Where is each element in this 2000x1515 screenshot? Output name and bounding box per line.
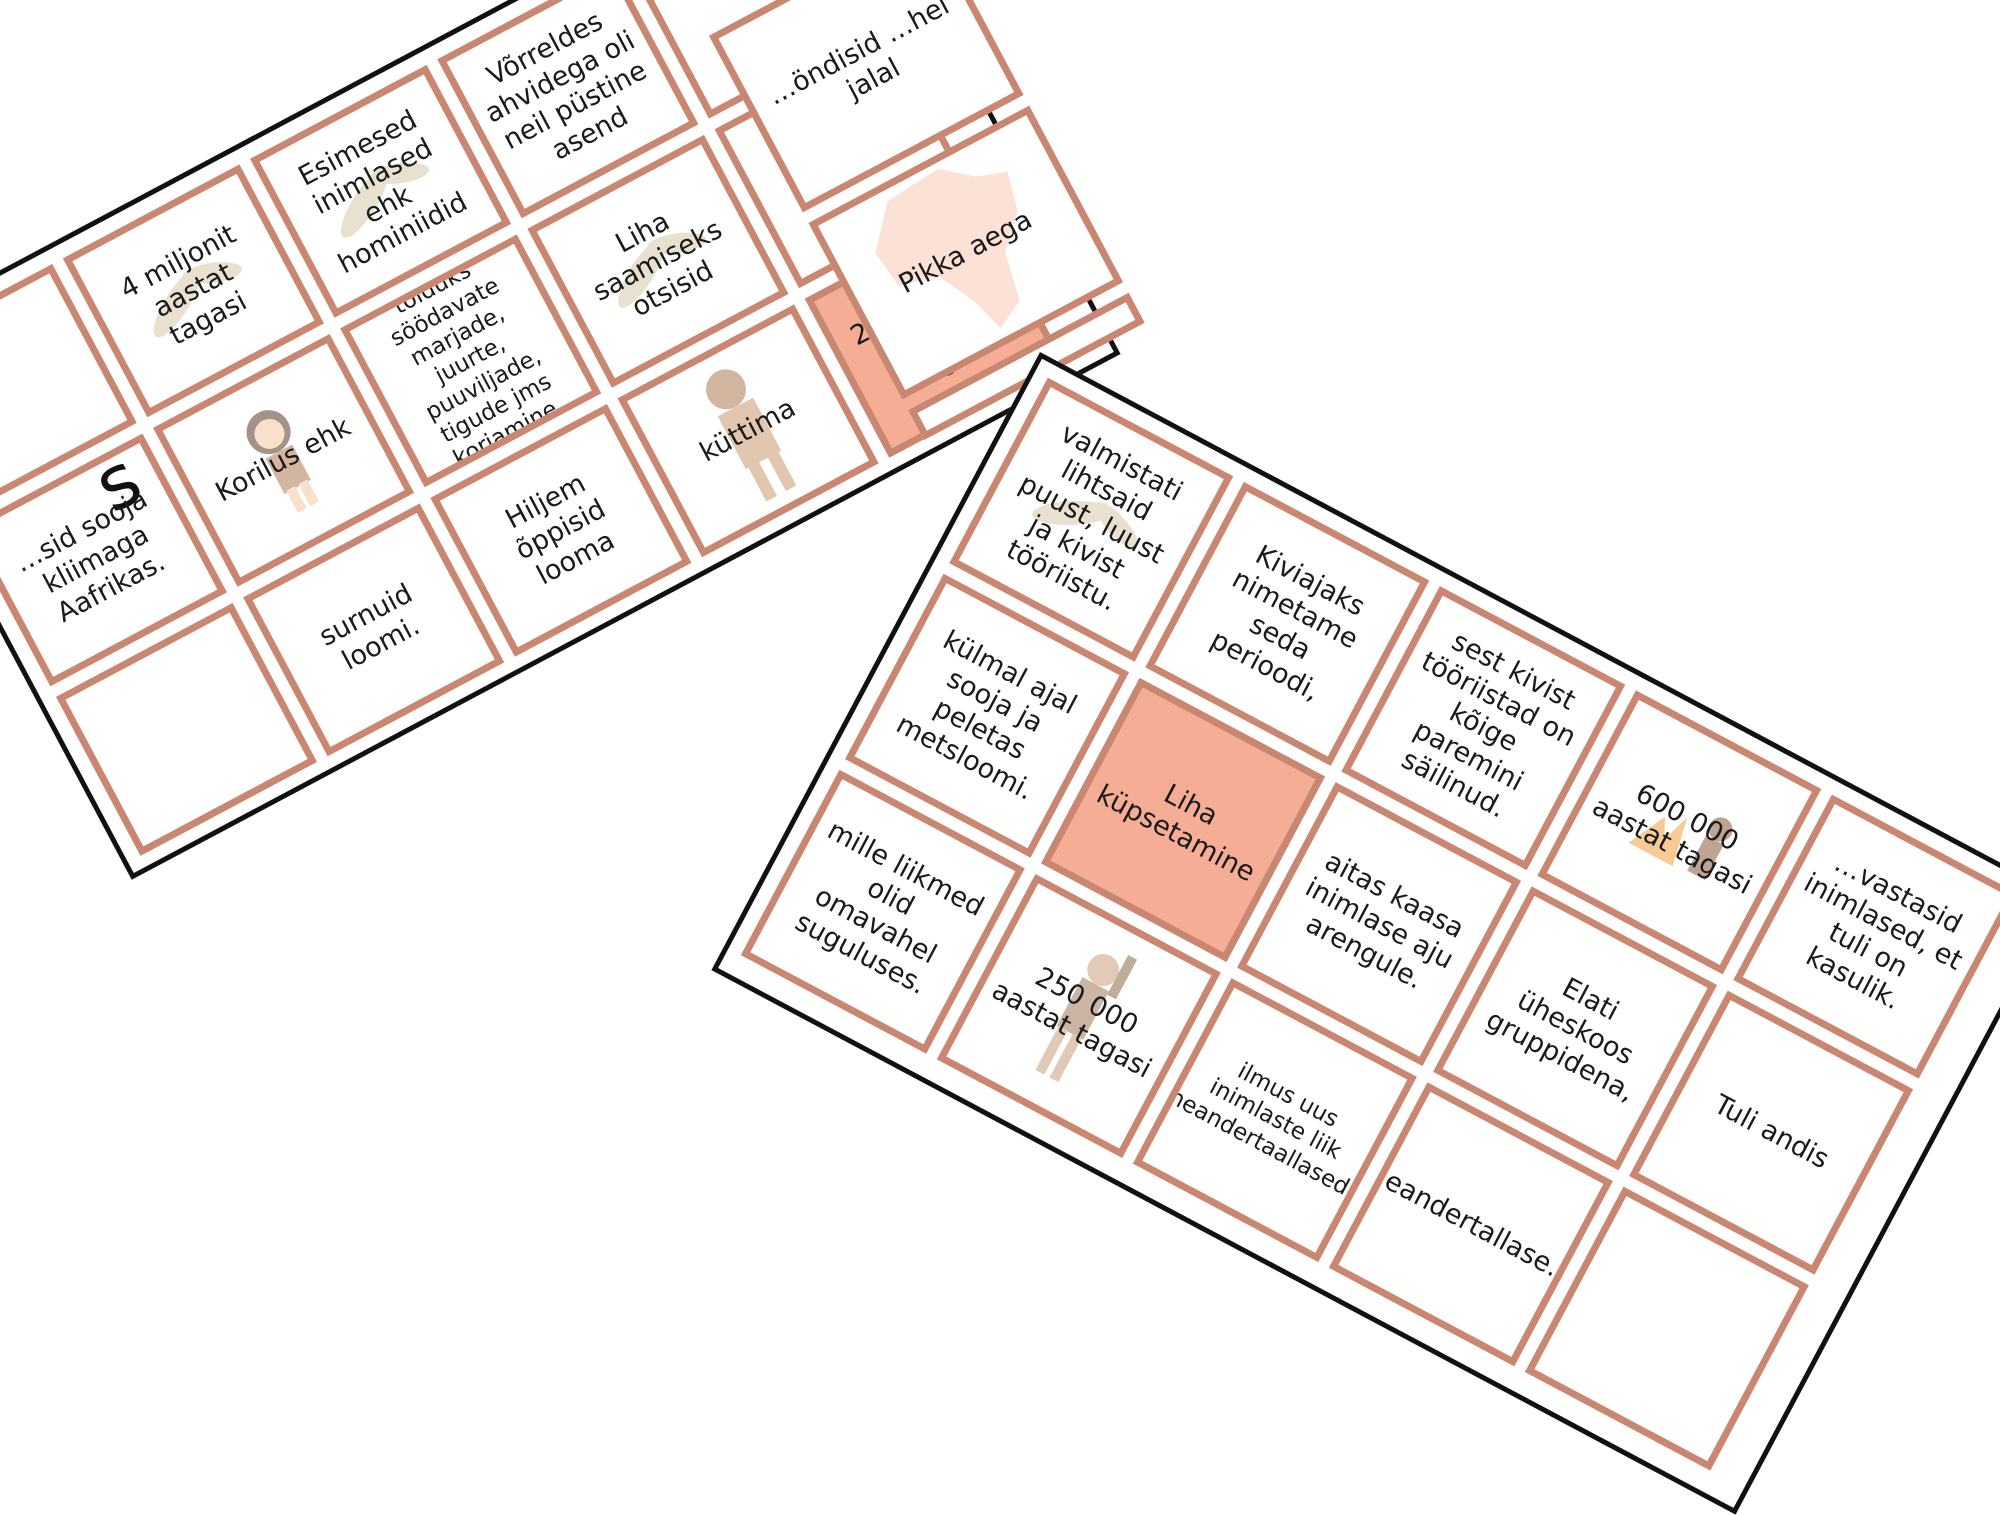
sheet-right-card: valmistati lihtsaid puust, luust ja kivi… xyxy=(949,377,1234,662)
sheet-left-card: küttima xyxy=(617,304,879,558)
hominid-skeleton-icon xyxy=(105,208,282,374)
sheet-left-card-text xyxy=(0,377,20,404)
caveman-club-icon xyxy=(1001,922,1157,1109)
sheet-right-card-text: mille liikmed olid omavahel suguluses. xyxy=(790,815,989,1001)
sheet-left-card: Liha saamiseks otsisid xyxy=(527,134,789,388)
sheet-right: valmistati lihtsaid puust, luust ja kivi… xyxy=(711,352,2000,1515)
bones-icon xyxy=(292,108,469,274)
sheet-left-card-text: …sid sooja kliimaga Aafrikas. xyxy=(9,483,171,629)
sheet-right-card: 250 000 aastat tagasi xyxy=(936,873,1221,1158)
cave-girl-icon xyxy=(219,387,348,534)
sheet-right-card-text: 600 000 aastat tagasi xyxy=(1587,778,1757,902)
sheet-right-card-text: Elati üheskoos gruppidena, xyxy=(1481,972,1640,1109)
sheet-right-card-text: Liha küpsetamine xyxy=(1091,778,1261,889)
sheet-right-grid: valmistati lihtsaid puust, luust ja kivi… xyxy=(740,377,2000,1471)
sheet-left-card-text: Liha saamiseks otsisid xyxy=(588,205,728,324)
sheet-left-card-text: surnuid loomi. xyxy=(314,578,425,677)
sheet-right-card-text: …vastasid inimlased, et tuli on kasulik. xyxy=(1798,847,1968,1017)
sheet-right-card-text: Tuli andis xyxy=(1708,1089,1834,1176)
sheet-right-card-text: aitas kaasa inimlase aju arengule. xyxy=(1300,846,1469,996)
skull-bones-icon xyxy=(569,178,746,344)
sheet-left-card-text: 4 miljonit aastat tagasi xyxy=(115,219,252,352)
caveman-icon xyxy=(672,342,824,520)
sheet-left-card: Korilus ehk xyxy=(153,333,415,587)
africa-map-icon xyxy=(848,131,1084,373)
sheet-right-card-text: Neandertallase… xyxy=(1361,1155,1581,1293)
campfire-caveman-icon xyxy=(1604,763,1754,902)
sheet-left-card: 4 miljonit aastat tagasi xyxy=(62,164,324,418)
sheet-right-card-text: ilmus uus inimlaste liik neandertaallase… xyxy=(1164,1058,1361,1204)
sheet-right-card-text xyxy=(1653,1315,1680,1342)
sheet-right-card-text: külmal ajal sooja ja peletas metsloomi. xyxy=(891,625,1082,807)
stone-tools-icon xyxy=(1003,437,1180,603)
sheet-left-card-text: Hiljem õppisid looma xyxy=(500,468,620,592)
sheet-right-card-text: Kiviajaks nimetame seda perioodi, xyxy=(1205,539,1370,708)
sheet-right-card: 600 000 aastat tagasi xyxy=(1537,690,1822,975)
sheet-left-column-card: Pikka aega xyxy=(808,105,1124,400)
sheet-left-card-text xyxy=(173,716,200,743)
sheet-left-column-card-text: …öndisid …hel jalal xyxy=(762,0,955,112)
sheet-left-card: Esimesed inimlased ehk hominiidid xyxy=(250,64,512,318)
